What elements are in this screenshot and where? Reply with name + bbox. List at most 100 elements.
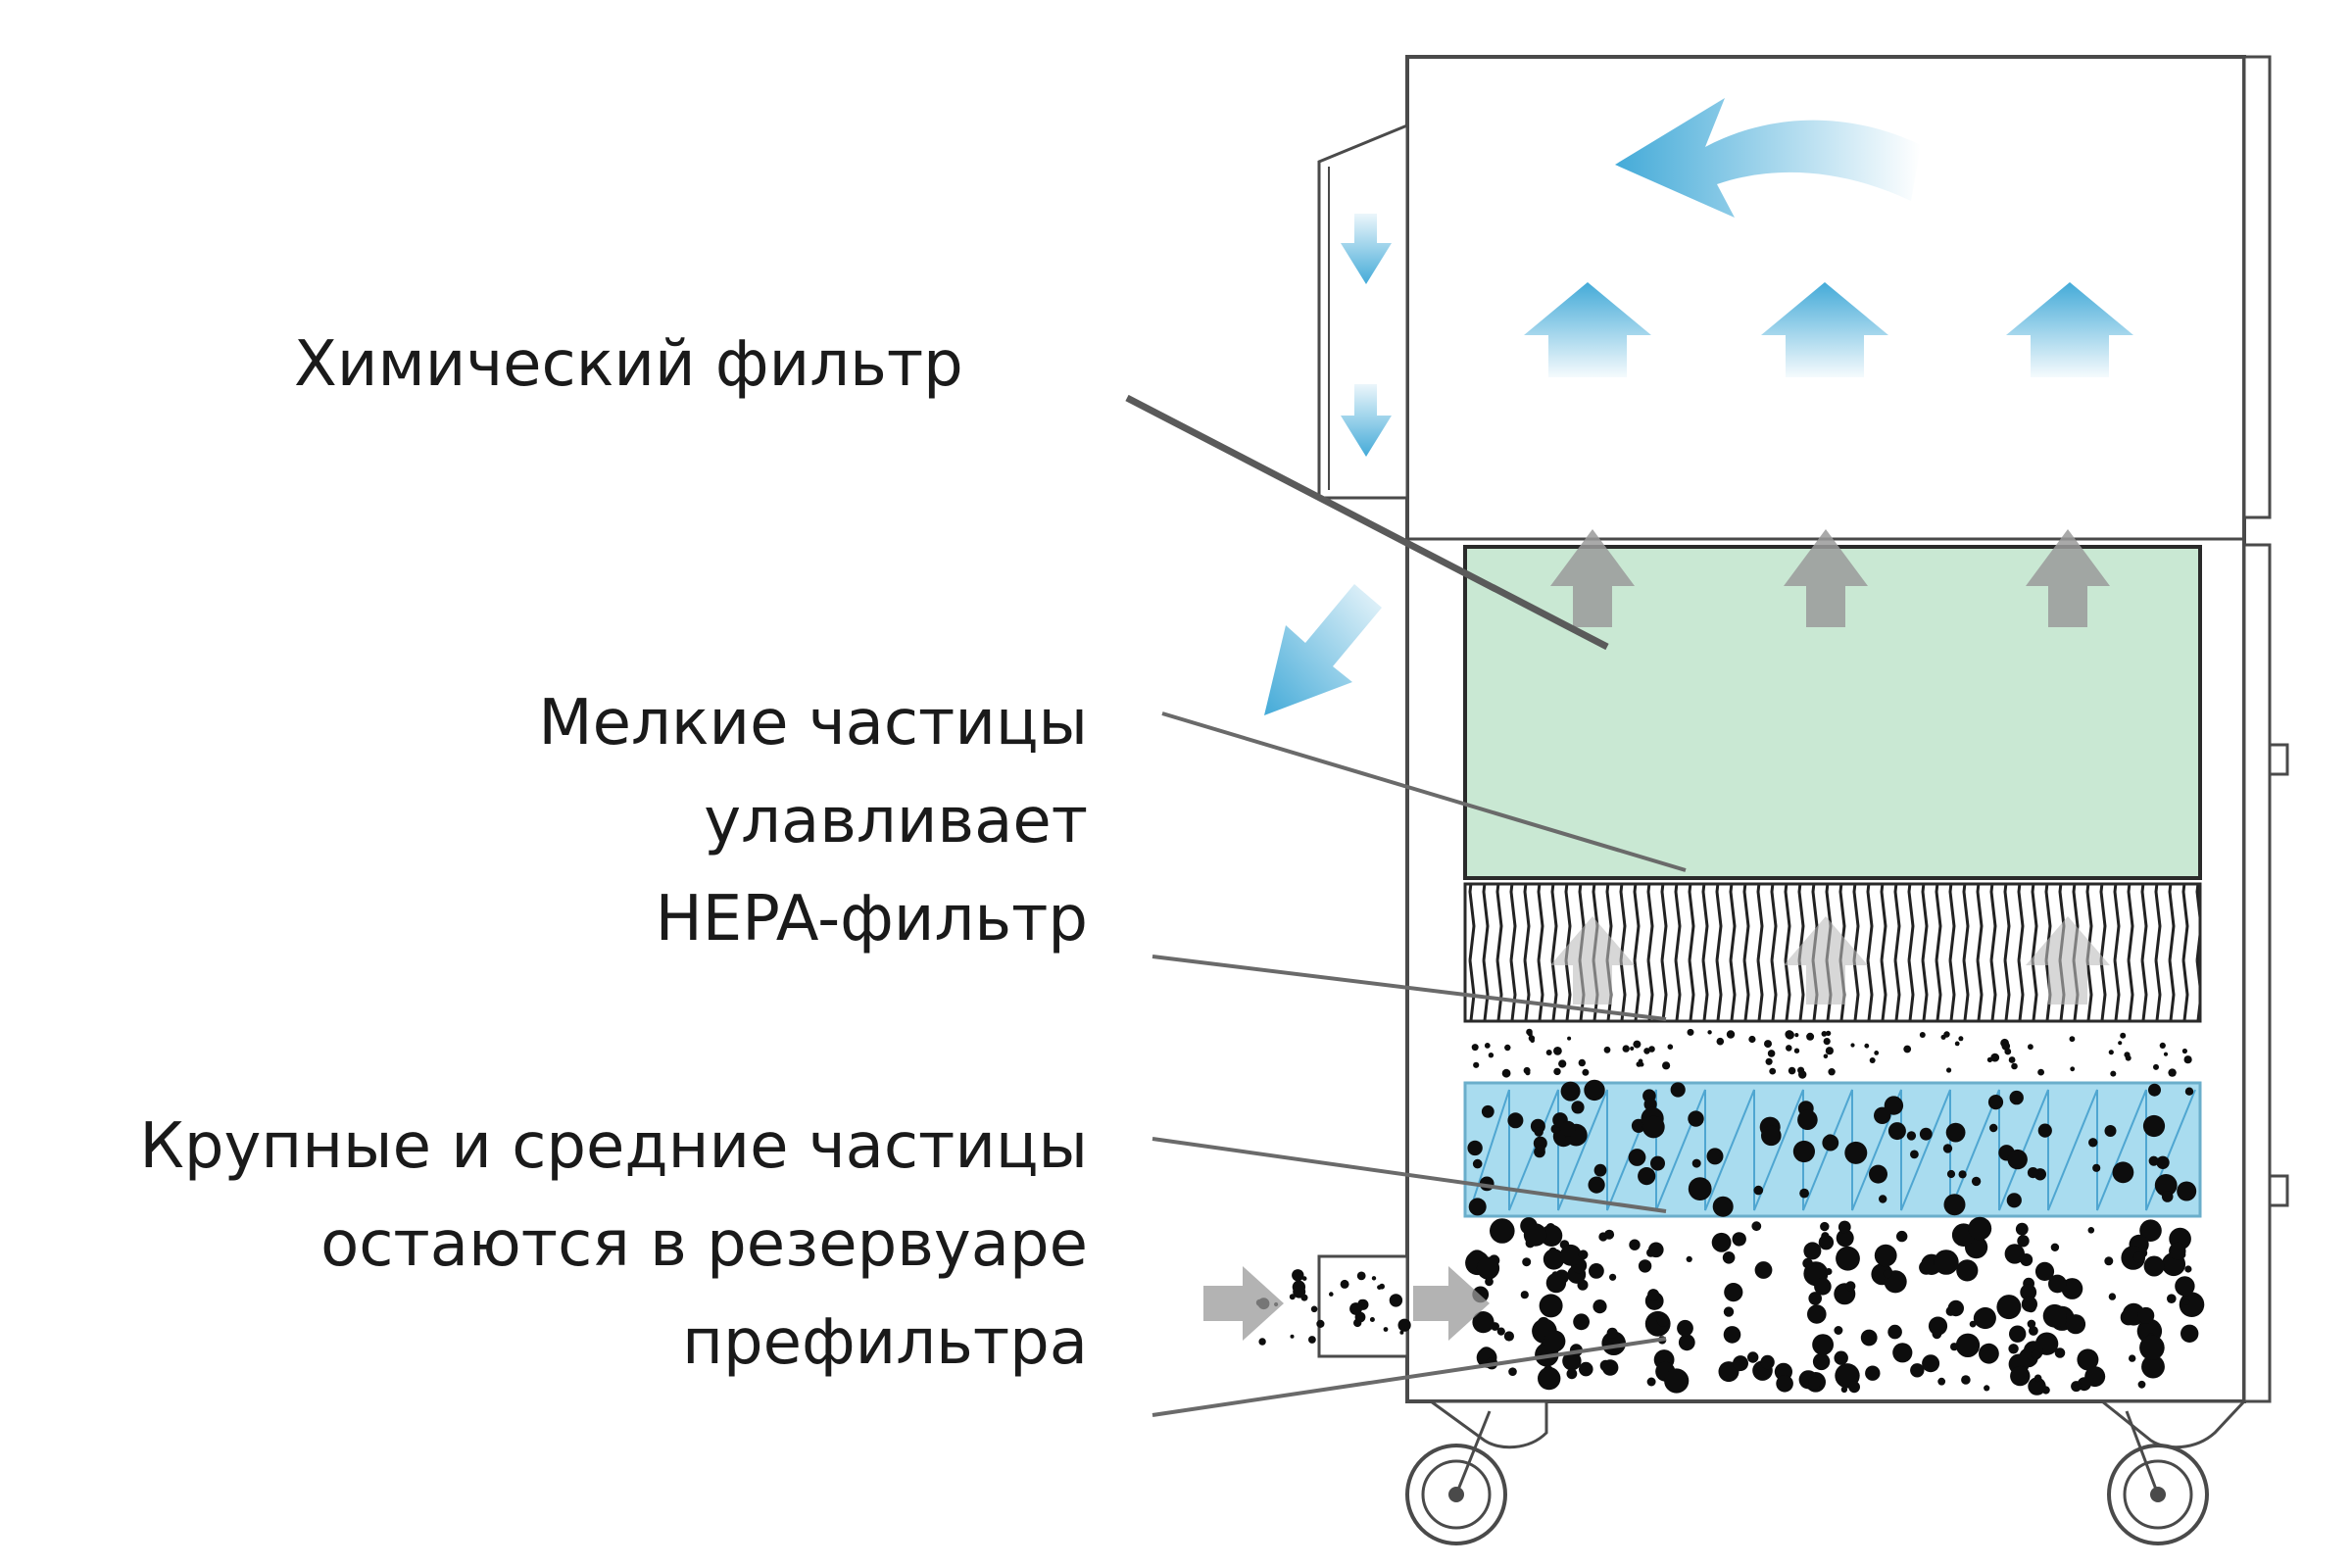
particle-dot-icon	[2009, 1325, 2027, 1343]
particle-dot-icon	[1329, 1292, 1334, 1297]
hepa-filter-label: Мелкие частицы улавливает HEPA-фильтр	[98, 674, 1088, 968]
particle-dot-icon	[1834, 1350, 1848, 1365]
particle-dot-icon	[2028, 1044, 2034, 1051]
particle-dot-icon	[1828, 1068, 1836, 1076]
particle-dot-icon	[1723, 1326, 1741, 1344]
particle-dot-icon	[1544, 1330, 1566, 1352]
particle-dot-icon	[2163, 1052, 2169, 1056]
particle-dot-icon	[1467, 1140, 1483, 1156]
particle-dot-icon	[1648, 1046, 1655, 1053]
particle-dot-icon	[1848, 1381, 1860, 1394]
particle-dot-icon	[1956, 1259, 1979, 1282]
particle-dot-icon	[1316, 1319, 1325, 1328]
particle-dot-icon	[1910, 1150, 1919, 1159]
particle-dot-icon	[1609, 1273, 1617, 1281]
particle-dot-icon	[1520, 1291, 1529, 1299]
particle-dot-icon	[1887, 1324, 1902, 1340]
particle-dot-icon	[2120, 1032, 2127, 1039]
particle-dot-icon	[1539, 1294, 1563, 1318]
particle-dot-icon	[1662, 1061, 1671, 1070]
particle-dot-icon	[1308, 1336, 1316, 1344]
particle-dot-icon	[1874, 1106, 1891, 1125]
particle-dot-icon	[1670, 1082, 1686, 1098]
particle-dot-icon	[1369, 1317, 1375, 1322]
particle-dot-icon	[1706, 1148, 1724, 1165]
airflow-arrow-icon	[1524, 282, 1651, 377]
particle-dot-icon	[2027, 1319, 2036, 1329]
leader-line-chemical	[1125, 394, 1609, 651]
particle-dot-icon	[1812, 1334, 1834, 1355]
particle-dot-icon	[2054, 1348, 2066, 1358]
particle-dot-icon	[1530, 1038, 1535, 1043]
particle-dot-icon	[1892, 1343, 1913, 1363]
particle-dot-icon	[1947, 1299, 1965, 1317]
particle-dot-icon	[2077, 1348, 2099, 1371]
particle-dot-icon	[1667, 1044, 1674, 1050]
particle-dot-icon	[2108, 1050, 2114, 1055]
particle-dot-icon	[1838, 1220, 1851, 1234]
particle-dot-icon	[1971, 1176, 1982, 1187]
particle-dot-icon	[1636, 1061, 1642, 1067]
particle-dot-icon	[1754, 1261, 1773, 1279]
particle-dot-icon	[2141, 1354, 2165, 1379]
caster-wheel-right	[2097, 1399, 2248, 1545]
airflow-curved-arrow-icon	[1615, 98, 1921, 218]
particle-dot-icon	[1799, 1188, 1809, 1199]
particle-dot-icon	[1844, 1141, 1868, 1164]
particle-dot-icon	[2177, 1181, 2197, 1201]
particle-dot-icon	[1578, 1250, 1589, 1260]
particle-dot-icon	[1989, 1123, 1998, 1133]
particle-dot-icon	[2015, 1222, 2029, 1236]
airflow-arrow-icon	[1264, 584, 1382, 715]
particle-dot-icon	[2070, 1066, 2076, 1072]
particle-dot-icon	[1761, 1125, 1782, 1147]
particle-dot-icon	[1643, 1048, 1650, 1054]
particle-dot-icon	[2182, 1298, 2190, 1305]
particle-dot-icon	[2027, 1167, 2039, 1179]
particle-dot-icon	[1656, 1314, 1670, 1328]
particle-dot-icon	[2179, 1292, 2205, 1317]
airflow-arrow-icon	[1550, 529, 1635, 627]
particle-dot-icon	[1753, 1185, 1764, 1196]
particle-dot-icon	[1379, 1283, 1385, 1290]
particle-dot-icon	[2104, 1125, 2117, 1137]
particle-dot-icon	[2084, 1366, 2106, 1388]
particle-dot-icon	[2088, 1138, 2098, 1148]
particle-dot-icon	[1733, 1355, 1748, 1372]
particle-dot-icon	[2048, 1274, 2067, 1294]
particle-dot-icon	[2167, 1294, 2177, 1303]
caster-wheel-left	[1405, 1399, 1548, 1545]
leader-line-prefilter	[1152, 1137, 1667, 1213]
particle-dot-icon	[1534, 1127, 1544, 1137]
particle-dot-icon	[1472, 1158, 1483, 1169]
particle-dot-icon	[1593, 1163, 1607, 1177]
particle-dot-icon	[1606, 1327, 1618, 1339]
particle-dot-icon	[1716, 1037, 1725, 1046]
particle-dot-icon	[1785, 1030, 1794, 1039]
particle-dot-icon	[1919, 1032, 1926, 1038]
particle-dot-icon	[2168, 1068, 2177, 1077]
particle-dot-icon	[1934, 1250, 1959, 1275]
particle-dot-icon	[1707, 1030, 1712, 1035]
particle-dot-icon	[1566, 1368, 1578, 1380]
particle-dot-icon	[2069, 1036, 2076, 1043]
particle-dot-icon	[1383, 1327, 1389, 1332]
particle-dot-icon	[1642, 1115, 1665, 1139]
particle-dot-icon	[2137, 1380, 2146, 1389]
particle-dot-icon	[1807, 1304, 1827, 1324]
particle-dot-icon	[1788, 1066, 1796, 1075]
hepa-label-line-2: улавливает	[704, 785, 1088, 858]
particle-dot-icon	[1501, 1068, 1511, 1078]
particle-dot-icon	[1987, 1095, 2004, 1110]
airflow-arrow-icon	[1761, 282, 1888, 377]
particle-dot-icon	[2087, 1227, 2095, 1234]
prefilter-label-line-1: Крупные и средние частицы	[139, 1110, 1088, 1183]
particle-dot-icon	[1356, 1271, 1366, 1281]
particle-dot-icon	[1751, 1221, 1762, 1232]
airflow-arrow-icon	[1413, 1266, 1490, 1341]
particle-dot-icon	[1545, 1272, 1567, 1294]
particle-dot-icon	[2006, 1193, 2022, 1208]
particle-dot-icon	[1836, 1246, 1860, 1271]
